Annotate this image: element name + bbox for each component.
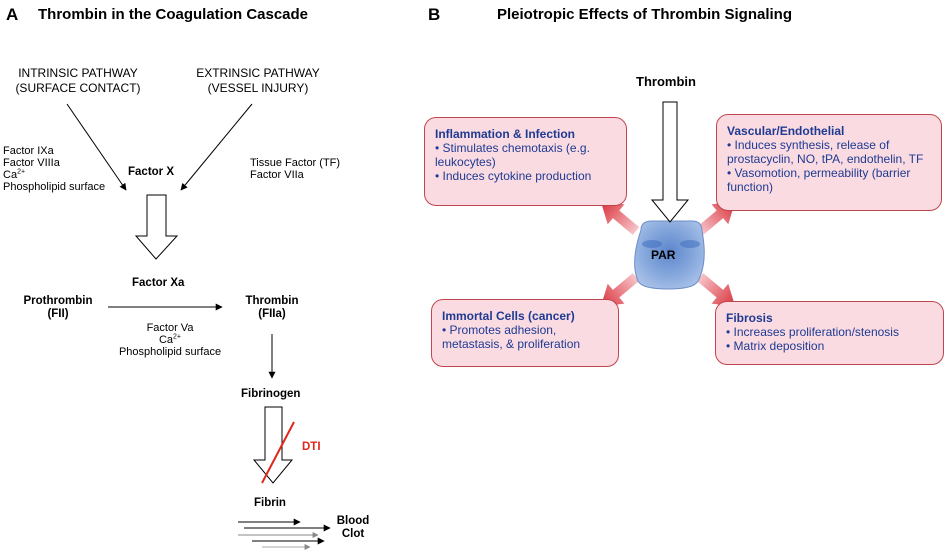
fibrosis-box-title: Fibrosis [726,311,773,325]
fibrosis-box: Fibrosis • Increases proliferation/steno… [715,301,944,365]
fibrinogen-label: Fibrinogen [241,388,301,400]
par-label: PAR [651,248,676,262]
fibrosis-item: • Matrix deposition [726,339,825,353]
vascular-item: • Vasomotion, permeability (barrier func… [727,166,911,194]
panel-a-letter: A [6,5,19,24]
vascular-box-title: Vascular/Endothelial [727,124,845,138]
cancer-item: • Promotes adhesion, metastasis, & proli… [442,323,581,351]
factor-x-to-xa-arrow [134,194,179,260]
panel-b-title: Pleiotropic Effects of Thrombin Signalin… [497,6,793,23]
blood-clot-label: Blood Clot [336,515,370,540]
extrinsic-factors: Tissue Factor (TF) Factor VIIa [250,157,341,181]
dti-label: DTI [302,441,321,453]
cancer-box-title: Immortal Cells (cancer) [442,309,575,323]
red-arrow-lower-left [600,273,640,307]
inflammation-infection-box: Inflammation & Infection • Stimulates ch… [424,117,627,206]
red-arrow-lower-right [696,273,736,307]
panel-b-letter: B [428,5,441,24]
red-arrow-upper-left [600,201,640,235]
factor-xa-label: Factor Xa [132,277,185,289]
extrinsic-pathway-label: EXTRINSIC PATHWAY (VESSEL INJURY) [196,66,320,95]
clot-arrows [238,518,331,550]
thrombin-node-label: Thrombin [636,74,696,89]
inflammation-item: • Stimulates chemotaxis (e.g. leukocytes… [435,141,590,169]
intrinsic-factors: Factor IXa Factor VIIIa Ca2+ Phospholipi… [3,145,106,193]
fibrin-label: Fibrin [254,497,286,509]
dti-inhibition-line [261,421,295,484]
inflammation-item: • Induces cytokine production [435,169,592,183]
intrinsic-pathway-label: INTRINSIC PATHWAY (SURFACE CONTACT) [15,66,141,95]
inflammation-box-title: Inflammation & Infection [435,127,576,141]
immortal-cells-box: Immortal Cells (cancer) • Promotes adhes… [431,299,619,367]
prothrombin-label: Prothrombin (FII) [23,295,93,320]
fibrinogen-to-fibrin-arrow [252,406,294,484]
extrinsic-arrow [180,103,253,191]
prothrombinase-cofactors: Factor Va Ca2+ Phospholipid surface [118,322,222,358]
par-receptor-shape [634,220,705,290]
vascular-item: • Induces synthesis, release of prostacy… [727,138,924,166]
vascular-endothelial-box: Vascular/Endothelial • Induces synthesis… [716,114,942,211]
thrombin-label: Thrombin (FIIa) [245,295,299,320]
panel-a-title: Thrombin in the Coagulation Cascade [38,6,309,23]
intrinsic-arrow [66,103,127,191]
factor-x-label: Factor X [128,166,175,178]
fibrosis-item: • Increases proliferation/stenosis [726,325,899,339]
thrombin-to-par-arrow [650,101,690,223]
